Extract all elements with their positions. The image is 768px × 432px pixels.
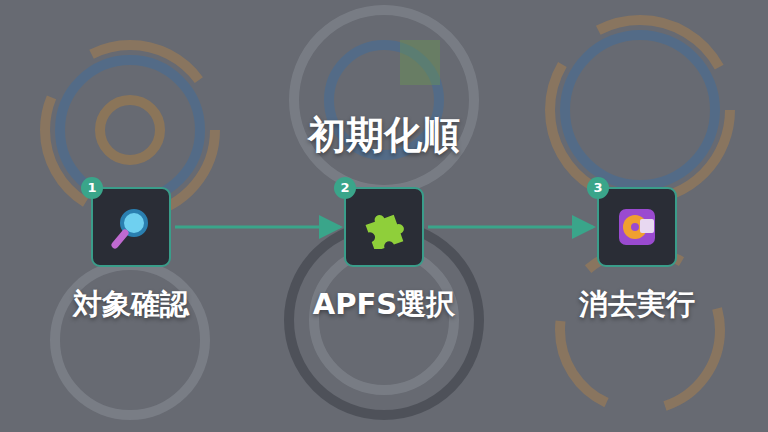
diagram-title: 初期化順 — [0, 110, 768, 161]
step-icon — [109, 205, 153, 249]
step-icon — [362, 205, 406, 249]
step-badge: 2 — [334, 177, 356, 199]
flow-arrow — [428, 226, 593, 229]
step-label: APFS選択 — [313, 285, 455, 325]
step-badge: 3 — [587, 177, 609, 199]
step-label: 対象確認 — [73, 285, 189, 325]
step-number: 1 — [81, 177, 103, 199]
flow-arrow — [175, 226, 340, 229]
step-icon — [615, 205, 659, 249]
step-box: APFS選択2 — [344, 187, 424, 267]
step-number: 3 — [587, 177, 609, 199]
step-label: 消去実行 — [579, 285, 695, 325]
step-number: 2 — [334, 177, 356, 199]
step-badge: 1 — [81, 177, 103, 199]
step-box: 対象確認1 — [91, 187, 171, 267]
step-box: 消去実行3 — [597, 187, 677, 267]
